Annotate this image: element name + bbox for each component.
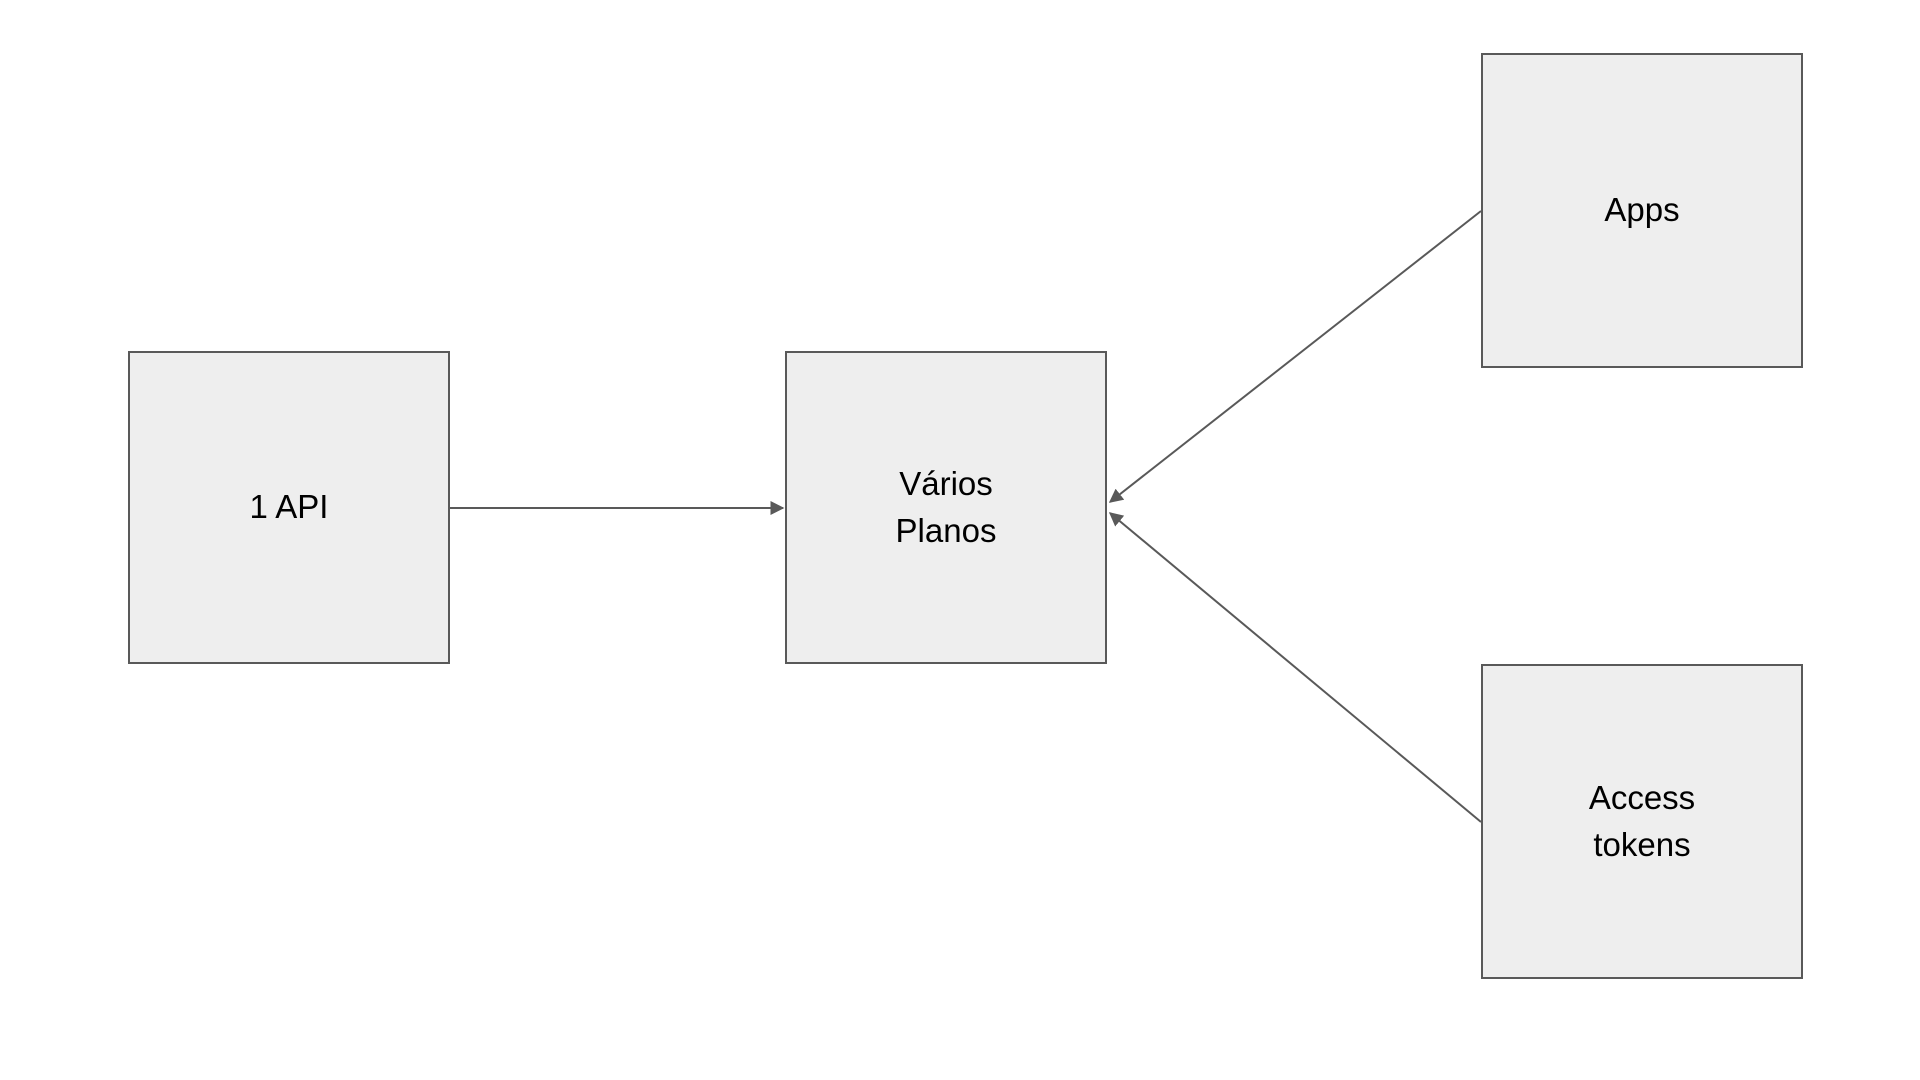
node-apps: Apps — [1481, 53, 1803, 368]
node-api-label: 1 API — [249, 488, 329, 526]
node-varios-planos: Vários Planos — [785, 351, 1107, 664]
node-access-tokens-label: Access tokens — [1588, 778, 1696, 863]
node-varios-planos-label: Vários Planos — [895, 464, 997, 549]
node-access-tokens: Access tokens — [1481, 664, 1803, 979]
connector-tokens-to-planos — [1108, 512, 1482, 823]
node-api: 1 API — [128, 351, 450, 664]
node-apps-label: Apps — [1604, 191, 1680, 229]
connector-apps-to-planos — [1108, 210, 1482, 503]
